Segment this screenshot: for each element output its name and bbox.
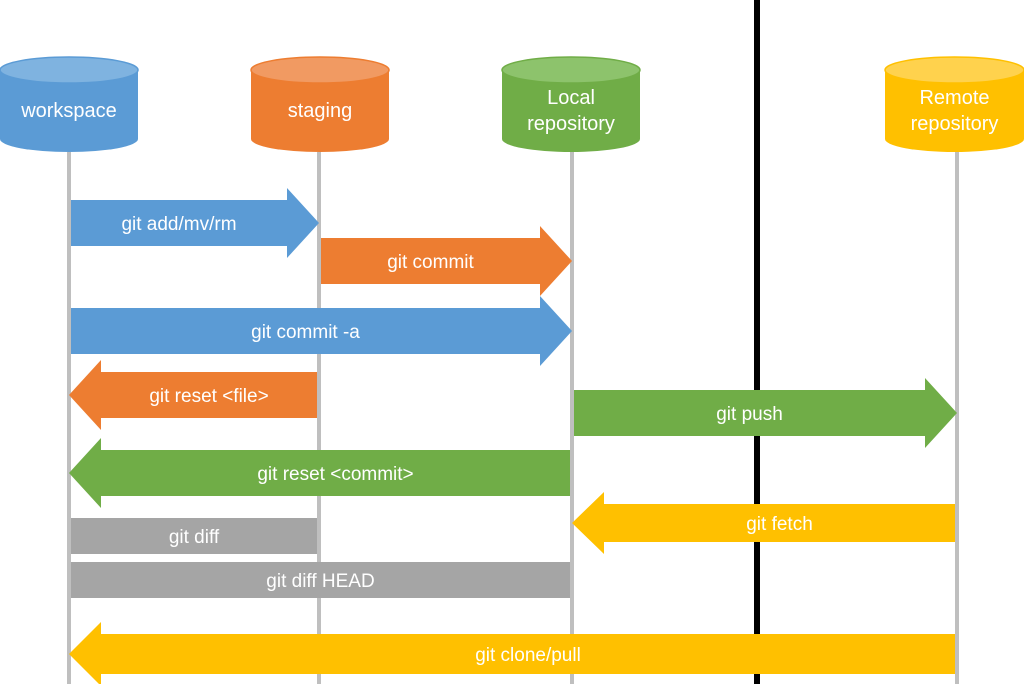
command-git-reset-commit-label: git reset <commit> <box>257 464 413 485</box>
command-git-push-arrow <box>574 378 957 448</box>
command-git-push: git push <box>574 378 957 448</box>
command-git-diff-label: git diff <box>169 527 220 548</box>
command-git-fetch: git fetch <box>572 492 955 554</box>
command-git-clone-pull-label: git clone/pull <box>475 645 581 666</box>
command-git-diff-head-bar <box>71 562 570 598</box>
command-git-diff-head: git diff HEAD <box>71 562 570 598</box>
command-git-diff: git diff <box>71 518 317 554</box>
command-git-clone-pull: git clone/pull <box>69 622 955 686</box>
command-git-commit: git commit <box>321 226 572 296</box>
node-remote: Remote repository <box>884 56 1024 153</box>
node-local-label: Local <box>547 87 595 109</box>
node-workspace-label: workspace <box>20 100 117 122</box>
command-git-reset-file-label: git reset <file> <box>149 386 268 407</box>
command-git-commit-label: git commit <box>387 252 474 273</box>
node-workspace-body <box>0 70 138 152</box>
commands: git add/mv/rm git commit git commit -a git … <box>69 188 957 686</box>
node-workspace: workspace <box>0 56 139 152</box>
node-remote-body <box>885 70 1024 153</box>
node-local: Local repository <box>501 56 641 152</box>
command-git-add-label: git add/mv/rm <box>121 214 236 235</box>
command-git-commit-a-label: git commit -a <box>251 322 360 343</box>
command-git-fetch-label: git fetch <box>746 514 813 535</box>
command-git-reset-commit-arrow <box>69 438 570 508</box>
command-git-fetch-arrow <box>572 492 955 554</box>
command-git-push-label: git push <box>716 404 783 425</box>
command-git-commit-arrow <box>321 226 572 296</box>
node-staging-top <box>250 56 390 84</box>
command-git-diff-bar <box>71 518 317 554</box>
command-git-reset-file-arrow <box>69 360 317 430</box>
command-git-reset-file: git reset <file> <box>69 360 317 430</box>
node-staging-body <box>251 70 389 152</box>
node-remote-label: repository <box>911 113 999 135</box>
command-git-diff-head-label: git diff HEAD <box>266 571 374 592</box>
command-git-clone-pull-arrow <box>69 622 955 686</box>
command-git-commit-a-arrow <box>71 296 572 366</box>
node-workspace-top <box>0 56 139 84</box>
nodes: workspace staging Local repository Remote rep… <box>0 56 1024 153</box>
node-staging: staging <box>250 56 390 152</box>
node-remote-label: Remote <box>919 87 989 109</box>
node-local-label: repository <box>527 113 615 135</box>
command-git-commit-a: git commit -a <box>71 296 572 366</box>
node-local-top <box>501 56 641 84</box>
node-remote-top <box>884 56 1024 84</box>
node-local-body <box>502 70 640 152</box>
node-staging-label: staging <box>288 100 353 122</box>
command-git-add-arrow <box>71 188 319 258</box>
command-git-add: git add/mv/rm <box>71 188 319 258</box>
command-git-reset-commit: git reset <commit> <box>69 438 570 508</box>
